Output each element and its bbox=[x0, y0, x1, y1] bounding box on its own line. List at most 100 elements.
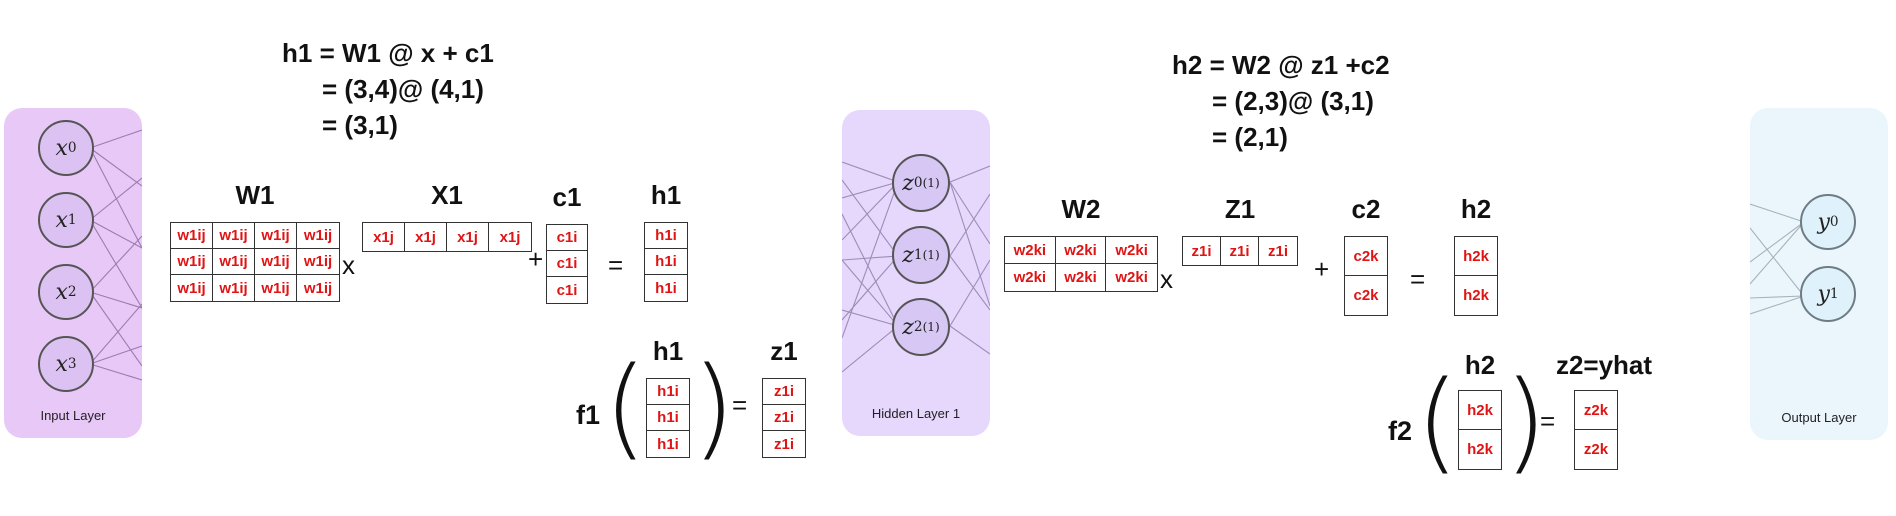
output-node-y0-base: y bbox=[1817, 209, 1830, 235]
input-node-x3-base: x bbox=[55, 351, 68, 377]
f2-input-cell: h2k bbox=[1459, 391, 1501, 430]
plus-operator-1: + bbox=[528, 244, 544, 274]
w1-cell: w1ij bbox=[171, 223, 213, 249]
hidden-node-z2-sub: 2 bbox=[913, 319, 923, 335]
x1-label: X1 bbox=[431, 180, 463, 210]
z1-cell: z1i bbox=[763, 405, 805, 431]
hidden-node-z2-base: z bbox=[902, 314, 914, 340]
c1-cell: c1i bbox=[547, 225, 587, 251]
input-node-x2-base: x bbox=[55, 279, 68, 305]
equation-layer1-line3: = (3,1) bbox=[322, 110, 398, 140]
w1-cell: w1ij bbox=[171, 275, 213, 301]
equation-layer1-line2: = (3,4)@ (4,1) bbox=[322, 74, 484, 104]
c2-label: c2 bbox=[1351, 194, 1381, 224]
input-node-x0-base: x bbox=[55, 135, 68, 161]
equals-operator-1: = bbox=[608, 250, 624, 280]
w1-label: W1 bbox=[235, 180, 275, 210]
c2-cell: c2k bbox=[1345, 237, 1387, 276]
w1-cell: w1ij bbox=[255, 275, 297, 301]
w1-cell: w1ij bbox=[213, 249, 255, 275]
input-node-x2-sub: 2 bbox=[67, 284, 77, 300]
output-wires bbox=[1750, 203, 1805, 315]
z1-cell: z1i bbox=[773, 435, 794, 453]
equals-operator-2: = bbox=[1410, 264, 1426, 294]
c1-label: c1 bbox=[552, 182, 582, 212]
f2-input-matrix: h2k h2k bbox=[1458, 390, 1502, 470]
f1-left-paren: ( bbox=[604, 343, 647, 471]
c2-cell: c2k bbox=[1353, 287, 1379, 304]
w1-cell: w1ij bbox=[213, 275, 255, 301]
input-node-x1-sub: 1 bbox=[67, 212, 77, 228]
c1-cell: c1i bbox=[547, 251, 587, 277]
h2-cell: h2k bbox=[1455, 237, 1497, 276]
w1-cell: w1ij bbox=[297, 249, 339, 275]
f2-left-paren: ( bbox=[1416, 357, 1459, 485]
z1-input-cell: z1i bbox=[1183, 237, 1221, 265]
hidden-node-z1-sub: 1 bbox=[913, 247, 923, 263]
times-operator-1: x bbox=[342, 250, 355, 280]
output-node-y0-sub: 0 bbox=[1829, 214, 1839, 230]
f1-input-cell: h1i bbox=[647, 405, 689, 431]
equation-layer1-line1: h1 = W1 @ x + c1 bbox=[282, 38, 494, 68]
f2-right-paren: ) bbox=[1504, 357, 1547, 485]
f1-input-cell: h1i bbox=[647, 379, 689, 405]
x1-cell: x1j bbox=[405, 223, 447, 251]
equation-layer2-line1: h2 = W2 @ z1 +c2 bbox=[1172, 50, 1390, 80]
z2-output-label: z2=yhat bbox=[1555, 350, 1653, 380]
h2-matrix: h2k h2k bbox=[1454, 236, 1498, 316]
hidden-node-z0-base: z bbox=[902, 170, 914, 196]
c1-cell: c1i bbox=[556, 281, 578, 299]
z1-input-cell: z1i bbox=[1221, 237, 1259, 265]
w2-cell: w2ki bbox=[1005, 237, 1056, 264]
input-wires bbox=[89, 129, 142, 381]
w1-cell: w1ij bbox=[297, 223, 339, 249]
hidden-node-z2-sup: (1) bbox=[922, 320, 940, 334]
f1-input-label: h1 bbox=[652, 336, 684, 366]
output-layer-label: Output Layer bbox=[1781, 410, 1857, 425]
input-layer-label: Input Layer bbox=[40, 408, 106, 423]
f2-input-cell: h2k bbox=[1467, 441, 1493, 458]
z1-label: Z1 bbox=[1224, 194, 1256, 224]
h1-cell: h1i bbox=[645, 223, 687, 249]
hidden-node-z1-sup: (1) bbox=[922, 248, 940, 262]
x1-cell: x1j bbox=[363, 223, 405, 251]
output-node-y1-base: y bbox=[1817, 281, 1830, 307]
z1-input-cell: z1i bbox=[1267, 242, 1288, 260]
w1-cell: w1ij bbox=[303, 279, 333, 297]
z2-output-matrix: z2k z2k bbox=[1574, 390, 1618, 470]
z2-cell: z2k bbox=[1575, 391, 1617, 430]
z2-cell: z2k bbox=[1583, 441, 1609, 458]
w1-cell: w1ij bbox=[171, 249, 213, 275]
hidden-node-z1-base: z bbox=[902, 242, 914, 268]
h1-cell: h1i bbox=[655, 279, 677, 297]
w1-cell: w1ij bbox=[213, 223, 255, 249]
x1-cell: x1j bbox=[447, 223, 489, 251]
f1-input-cell: h1i bbox=[657, 435, 679, 453]
h2-cell: h2k bbox=[1463, 287, 1489, 304]
h1-label: h1 bbox=[650, 180, 682, 210]
z1-cell: z1i bbox=[763, 379, 805, 405]
equals-operator-f1: = bbox=[732, 390, 748, 420]
w2-cell: w2ki bbox=[1055, 237, 1107, 264]
f2-function-label: f2 bbox=[1388, 416, 1413, 446]
equals-operator-f2: = bbox=[1540, 406, 1556, 436]
times-operator-2: x bbox=[1160, 264, 1173, 294]
w2-cell: w2ki bbox=[1005, 264, 1056, 291]
output-node-y1-sub: 1 bbox=[1829, 286, 1839, 302]
hidden-layer-label: Hidden Layer 1 bbox=[871, 406, 961, 421]
